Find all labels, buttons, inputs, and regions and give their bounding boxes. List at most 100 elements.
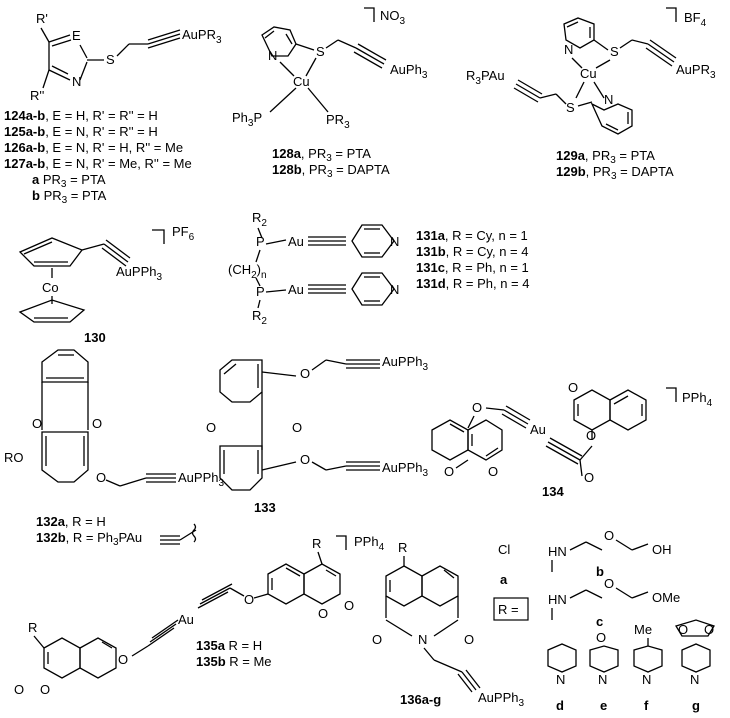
r-group-g-o2: O	[704, 622, 714, 637]
atom-p2: P	[256, 284, 265, 299]
atom-o1: O	[568, 380, 578, 395]
atom-o2: O	[464, 632, 474, 647]
atom-o1: O	[372, 632, 382, 647]
r-group-e-label: e	[600, 698, 607, 713]
label-130: 130	[84, 330, 106, 345]
r-group-a-label: a	[500, 572, 508, 587]
counterion-no3: NO3	[380, 8, 406, 27]
r-group-g-o1: O	[678, 622, 688, 637]
label-133: 133	[254, 500, 276, 515]
atom-o2: O	[292, 420, 302, 435]
compound-131-structure: R2 P Au N (CH2)n P Au N R2	[228, 210, 399, 327]
atom-o3: O	[300, 366, 310, 381]
r-group-a-formula: Cl	[498, 542, 510, 557]
r-group-f-me: Me	[634, 622, 652, 637]
atom-o4: O	[118, 652, 128, 667]
caption-131a: 131a, R = Cy, n = 1	[416, 228, 528, 243]
caption-128a: 128a, PR3 = PTA	[272, 146, 371, 164]
atom-au: Au	[530, 422, 546, 437]
caption-127: 127a-b, E = N, R' = Me, R'' = Me	[4, 156, 192, 171]
atom-n: N	[72, 74, 81, 89]
compound-128-structure: NO3 N S AuPh3 Cu Ph3P PR3	[232, 7, 428, 131]
atom-o4: O	[472, 400, 482, 415]
r-equals-box	[493, 597, 529, 621]
caption-132a: 132a, R = H	[36, 514, 106, 529]
atom-s1: S	[610, 44, 619, 59]
r-group-b-label: b	[596, 564, 604, 579]
atom-cu: Cu	[580, 66, 597, 81]
compound-124-captions: 124a-b, E = H, R' = R'' = H 125a-b, E = …	[4, 108, 192, 206]
compound-136-structure: R O N O AuPPh3 136a-g	[372, 540, 524, 709]
caption-124-a: a PR3 = PTA	[32, 172, 106, 190]
r-group-e-n: N	[598, 672, 607, 687]
atom-o2: O	[344, 598, 354, 613]
counterion-bf4: BF4	[684, 10, 707, 29]
atom-au: AuPPh3	[116, 264, 162, 283]
r-group-f-n: N	[642, 672, 651, 687]
compound-132-captions: 132a, R = H 132b, R = Ph3PAu	[36, 514, 197, 548]
atom-au1: AuPPh3	[382, 354, 428, 373]
atom-n1: N	[390, 234, 399, 249]
atom-pr3: PR3	[326, 112, 350, 131]
atom-r: R	[398, 540, 407, 555]
caption-132b: 132b, R = Ph3PAu	[36, 530, 142, 548]
r-group-b-o: O	[604, 528, 614, 543]
atom-e: E	[72, 28, 81, 43]
r-group-c-o: O	[604, 576, 614, 591]
caption-125: 125a-b, E = N, R' = R'' = H	[4, 124, 158, 139]
r-group-d-label: d	[556, 698, 564, 713]
r-group-d-n: N	[556, 672, 565, 687]
atom-au2: R3PAu	[466, 68, 505, 87]
caption-135a: 135a R = H	[196, 638, 262, 653]
atom-n2: N	[604, 92, 613, 107]
atom-o2: O	[586, 428, 596, 443]
atom-o6: O	[488, 464, 498, 479]
label-136: 136a-g	[400, 692, 441, 707]
r-group-legend: Cl a R = HN O OH b HN O OMe c N d O N e …	[493, 528, 715, 713]
caption-131c: 131c, R = Ph, n = 1	[416, 260, 529, 275]
atom-au: AuPPh3	[478, 690, 524, 709]
r-group-c-label: c	[596, 614, 603, 629]
compound-128-captions: 128a, PR3 = PTA 128b, PR3 = DAPTA	[272, 146, 390, 180]
atom-o5: O	[40, 682, 50, 697]
atom-o1: O	[318, 606, 328, 621]
compound-130-structure: PF6 AuPPh3 Co 130	[18, 224, 195, 345]
atom-r-prime: R'	[36, 11, 48, 26]
atom-o3: O	[96, 470, 106, 485]
atom-au2: AuPPh3	[382, 460, 428, 479]
caption-129a: 129a, PR3 = PTA	[556, 148, 655, 166]
atom-au: AuPPh3	[178, 470, 224, 489]
compound-129-structure: BF4 N S AuPR3 Cu R3PAu S N	[466, 7, 716, 135]
compound-135-structure: PPh4 R O O O Au O R O O	[14, 534, 385, 697]
label-134: 134	[542, 484, 564, 499]
caption-126: 126a-b, E = N, R' = H, R'' = Me	[4, 140, 183, 155]
r-group-b-hn: HN	[548, 544, 567, 559]
atom-co: Co	[42, 280, 59, 295]
caption-131d: 131d, R = Ph, n = 4	[416, 276, 529, 291]
atom-p-ph3: Ph3P	[232, 110, 262, 129]
atom-r2-bottom: R2	[252, 308, 267, 327]
atom-o5: O	[444, 464, 454, 479]
atom-n: N	[268, 48, 277, 63]
atom-o2: O	[92, 416, 102, 431]
atom-au: Au	[178, 612, 194, 627]
caption-124-b: b PR3 = PTA	[32, 188, 107, 206]
atom-s: S	[316, 44, 325, 59]
atom-n: N	[418, 632, 427, 647]
r-group-g-label: g	[692, 698, 700, 713]
caption-131b: 131b, R = Cy, n = 4	[416, 244, 529, 259]
atom-s2: S	[566, 100, 575, 115]
atom-o3: O	[244, 592, 254, 607]
compound-132-structure: O O RO O AuPPh3	[4, 349, 224, 489]
atom-au: AuPR3	[182, 27, 222, 46]
r-equals-label: R =	[498, 602, 519, 617]
atom-r-bottom: R	[28, 620, 37, 635]
atom-au1: AuPR3	[676, 62, 716, 81]
compound-135-captions: 135a R = H 135b R = Me	[196, 638, 272, 669]
r-group-b-oh: OH	[652, 542, 672, 557]
caption-135b: 135b R = Me	[196, 654, 272, 669]
atom-o1: O	[32, 416, 42, 431]
compound-133-structure: O O O AuPPh3 O AuPPh3 133	[206, 354, 428, 515]
compound-124-structure: R' E N S AuPR3 R''	[30, 11, 222, 103]
